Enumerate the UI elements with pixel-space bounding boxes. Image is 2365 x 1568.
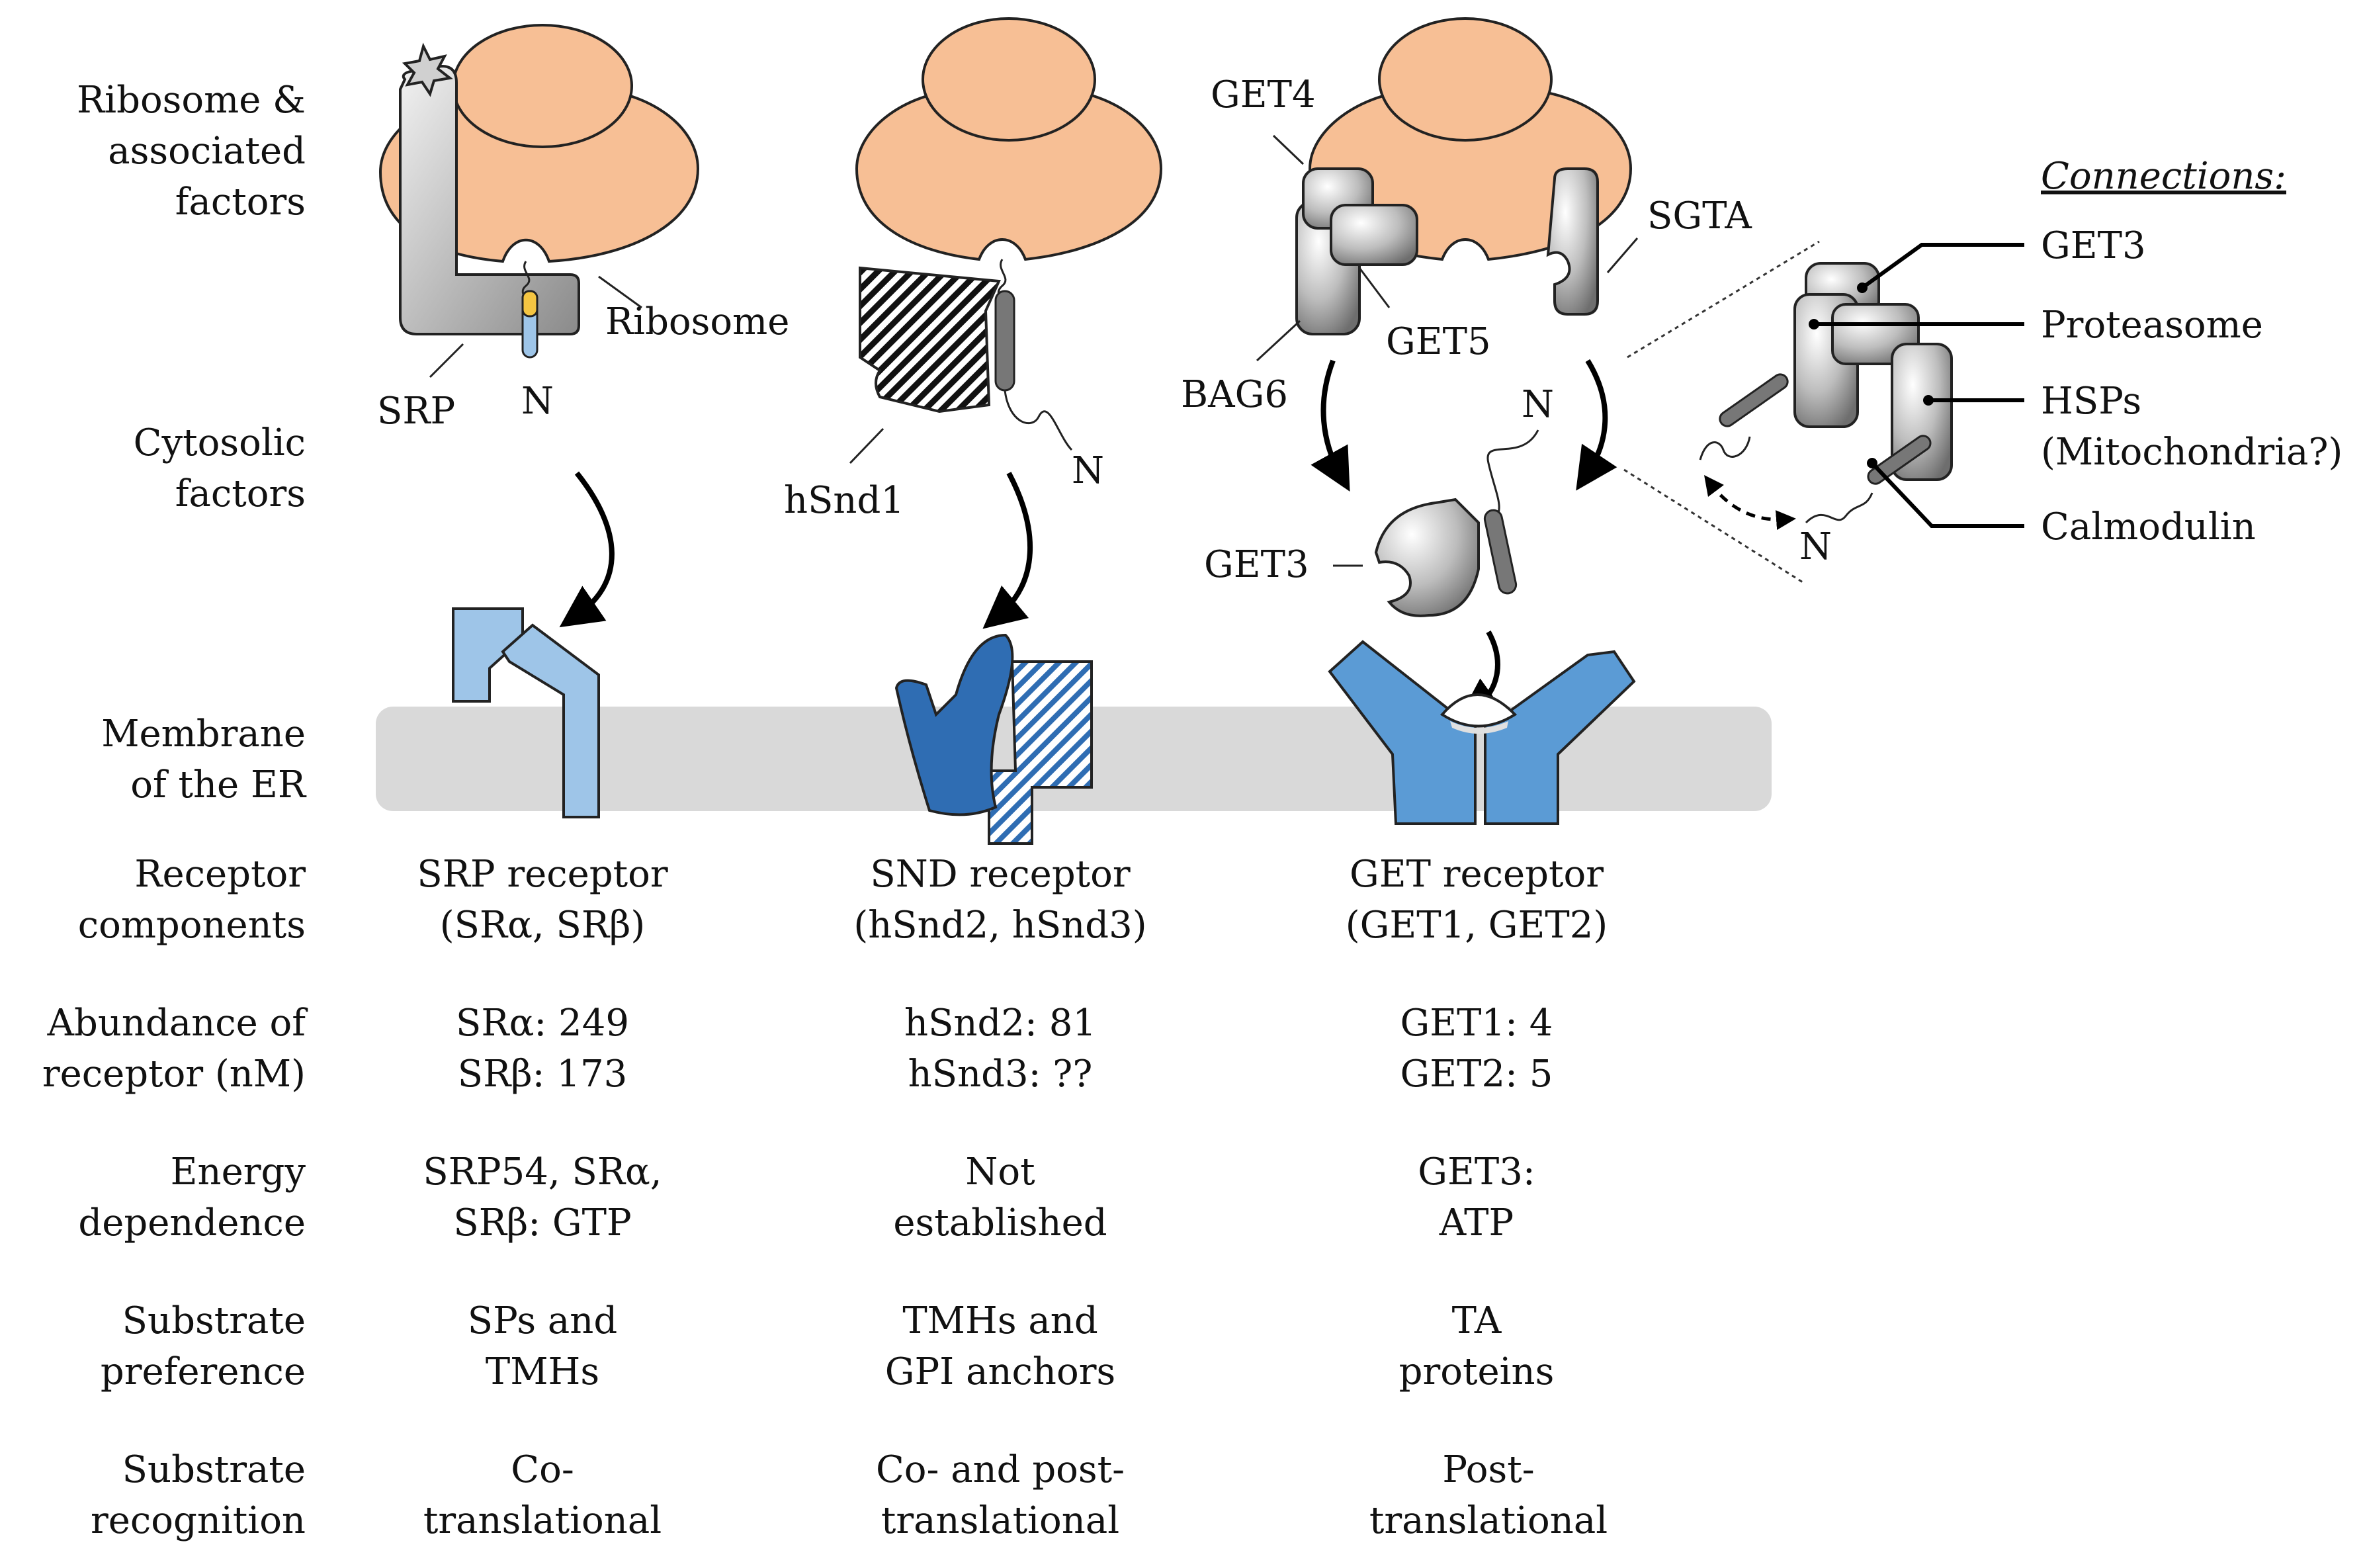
srp-recognition-1: Co- (511, 1448, 574, 1491)
snd-receptor-name: SND receptor (870, 853, 1131, 896)
snd-energy-1: Not (965, 1151, 1035, 1194)
srp-preference-2: TMHs (486, 1350, 599, 1393)
get-receptor-subunits: (GET1, GET2) (1346, 904, 1608, 947)
get-receptor (1328, 640, 1636, 825)
snd-receptor-subunits: (hSnd2, hSnd3) (853, 904, 1146, 947)
srp-particle (399, 64, 580, 335)
srp-energy-2: SRβ: GTP (453, 1201, 631, 1244)
connection-calmodulin: Calmodulin (2041, 505, 2256, 548)
connection-hsps: HSPs (2041, 380, 2141, 423)
svg-text:Membrane: Membrane (101, 713, 306, 756)
hsnd1-label: hSnd1 (784, 479, 904, 522)
column-srp-data: SRP receptor (SRα, SRβ) SRα: 249 SRβ: 17… (417, 853, 667, 1542)
sgta-label: SGTA (1647, 195, 1752, 238)
tmh-2 (994, 290, 1015, 392)
get-column-illustration: GET4 GET5 BAG6 SGTA N GET3 (1181, 17, 1752, 825)
ribosome-1 (378, 24, 700, 263)
ta-tmh (1483, 509, 1518, 595)
n-terminus-label-3: N (1522, 383, 1554, 426)
svg-text:factors: factors (175, 472, 306, 515)
snd-abundance-1: hSnd2: 81 (904, 1002, 1096, 1045)
snd-preference-1: TMHs and (902, 1299, 1097, 1342)
svg-text:Substrate: Substrate (122, 1448, 306, 1491)
srp-abundance-1: SRα: 249 (456, 1002, 629, 1045)
get4-label: GET4 (1211, 73, 1316, 116)
svg-text:factors: factors (175, 181, 306, 224)
ribosome-label: Ribosome (605, 300, 789, 343)
row-label-receptor-components: Receptor components (78, 853, 306, 947)
row-label-energy: Energy dependence (78, 1151, 306, 1244)
get-energy-1: GET3: (1418, 1151, 1535, 1194)
srp-receptor-name: SRP receptor (417, 853, 667, 896)
snd-abundance-2: hSnd3: ?? (908, 1053, 1093, 1096)
svg-text:receptor (nM): receptor (nM) (42, 1053, 306, 1096)
get5-label: GET5 (1386, 320, 1491, 363)
ribosome-2 (855, 17, 1163, 261)
connection-leaders (1809, 243, 2024, 528)
get-preference-1: TA (1452, 1299, 1502, 1342)
connection-proteasome: Proteasome (2041, 304, 2263, 347)
svg-text:of the ER: of the ER (130, 763, 307, 806)
hsnd1 (859, 266, 1001, 414)
snd-column-illustration: hSnd1 N (784, 17, 1163, 845)
column-snd-data: SND receptor (hSnd2, hSnd3) hSnd2: 81 hS… (853, 853, 1146, 1542)
srp-abundance-2: SRβ: 173 (458, 1053, 627, 1096)
svg-text:preference: preference (101, 1350, 306, 1393)
connections-inset: Connections: N GET3 Proteasome HSPs (1623, 155, 2343, 584)
get3-label: GET3 (1204, 543, 1309, 586)
row-label-ribosome: Ribosome & associated factors (77, 79, 306, 224)
connections-title: Connections: (2041, 155, 2286, 198)
get-abundance-1: GET1: 4 (1400, 1002, 1553, 1045)
get-recognition-1: Post- (1442, 1448, 1534, 1491)
srp-label: SRP (377, 390, 455, 433)
svg-text:Cytosolic: Cytosolic (134, 421, 306, 464)
snd-energy-2: established (893, 1201, 1107, 1244)
srp-column-illustration: Ribosome SRP N (377, 24, 789, 818)
srp-receptor (452, 607, 600, 818)
srp-preference-1: SPs and (468, 1299, 617, 1342)
svg-text:dependence: dependence (78, 1201, 306, 1244)
n-terminus-label-1: N (521, 380, 554, 423)
svg-text:Ribosome &: Ribosome & (77, 79, 306, 122)
bag6-label: BAG6 (1181, 373, 1288, 416)
n-terminus-label-inset: N (1799, 525, 1832, 568)
snd-receptor (894, 633, 1093, 845)
srp-energy-1: SRP54, SRα, (423, 1151, 662, 1194)
connection-get3: GET3 (2041, 224, 2146, 267)
svg-text:Substrate: Substrate (122, 1299, 306, 1342)
row-label-membrane: Membrane of the ER (101, 713, 307, 806)
get-recognition-2: translational (1369, 1499, 1608, 1542)
n-terminus-label-2: N (1072, 449, 1104, 492)
svg-text:Receptor: Receptor (134, 853, 306, 896)
snd-recognition-1: Co- and post- (876, 1448, 1125, 1491)
get3-dimer (1374, 498, 1480, 617)
svg-text:Abundance of: Abundance of (47, 1002, 309, 1045)
connection-mitochondria: (Mitochondria?) (2041, 431, 2343, 474)
get-receptor-name: GET receptor (1350, 853, 1604, 896)
srp-star-icon (402, 42, 453, 97)
get-abundance-2: GET2: 5 (1400, 1053, 1553, 1096)
svg-text:Energy: Energy (171, 1151, 306, 1194)
row-label-substrate-preference: Substrate preference (101, 1299, 306, 1393)
svg-text:components: components (78, 904, 306, 947)
column-get-data: GET receptor (GET1, GET2) GET1: 4 GET2: … (1346, 853, 1608, 1542)
snd-preference-2: GPI anchors (885, 1350, 1115, 1393)
row-label-substrate-recognition: Substrate recognition (91, 1448, 306, 1542)
row-label-cytosolic: Cytosolic factors (134, 421, 306, 515)
sgta (1546, 167, 1599, 316)
get-energy-2: ATP (1439, 1201, 1514, 1244)
svg-text:recognition: recognition (91, 1499, 306, 1542)
row-label-abundance: Abundance of receptor (nM) (42, 1002, 308, 1096)
get5 (1330, 204, 1418, 266)
srp-receptor-subunits: (SRα, SRβ) (440, 904, 646, 947)
snd-recognition-2: translational (881, 1499, 1119, 1542)
srp-recognition-2: translational (423, 1499, 662, 1542)
get-preference-2: proteins (1399, 1350, 1555, 1393)
svg-text:associated: associated (108, 130, 306, 173)
